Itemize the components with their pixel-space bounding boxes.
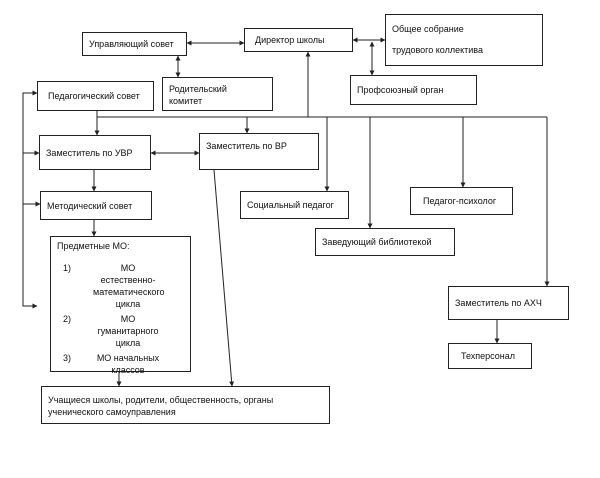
subject-mo-list: 1) МО естественно- математического цикла… [57, 262, 184, 376]
parent-committee-box: Родительский комитет [162, 77, 273, 111]
social-pedagogue-box: Социальный педагог [240, 191, 349, 219]
subject-mo-item-num: 2) [63, 314, 72, 324]
general-meeting-label-2: трудового коллектива [392, 45, 483, 55]
psychologist-label: Педагог-психолог [423, 196, 497, 206]
director-box: Директор школы [244, 28, 353, 52]
connector-left-loop [22, 90, 38, 309]
librarian-label: Заведующий библиотекой [322, 237, 432, 247]
subject-mo-item: 3) МО начальных классов [63, 352, 163, 376]
students-box: Учащиеся школы, родители, общественность… [41, 386, 330, 424]
subject-mo-item-line: цикла [115, 299, 141, 309]
trade-union-box: Профсоюзный орган [350, 75, 477, 105]
parent-committee-label-2: комитет [169, 96, 203, 106]
deputy-ahch-box: Заместитель по АХЧ [448, 286, 569, 320]
subject-mo-item-num: 3) [63, 353, 72, 363]
trade-union-label: Профсоюзный орган [357, 85, 444, 95]
general-meeting-label-1: Общее собрание [392, 24, 464, 34]
psychologist-box: Педагог-психолог [410, 187, 513, 215]
subject-mo-item-line: МО естественно- [100, 263, 156, 285]
ped-council-label: Педагогический совет [48, 91, 140, 101]
subject-mo-item-line: цикла [115, 338, 141, 348]
deputy-vr-label: Заместитель по ВР [206, 141, 287, 151]
tech-staff-box: Техперсонал [448, 343, 532, 369]
director-label: Директор школы [255, 35, 325, 45]
subject-mo-item: 2) МО гуманитарного цикла [63, 313, 163, 349]
social-pedagogue-label: Социальный педагог [247, 200, 334, 210]
deputy-vr-box: Заместитель по ВР [199, 133, 319, 170]
subject-mo-item-num: 1) [63, 263, 72, 273]
subject-mo-item-line: математического [93, 287, 165, 297]
deputy-uvr-label: Заместитель по УВР [46, 147, 133, 158]
connector-vr-students [213, 169, 235, 387]
subject-mo-item: 1) МО естественно- математического цикла [63, 262, 165, 310]
subject-mo-item-line: классов [111, 365, 145, 375]
ped-council-box: Педагогический совет [37, 81, 154, 111]
governing-council-label: Управляющий совет [89, 39, 174, 49]
students-label-2: ученического самоуправления [48, 407, 176, 417]
deputy-ahch-label: Заместитель по АХЧ [455, 298, 542, 308]
subject-mo-item-line: МО гуманитарного [97, 314, 159, 336]
librarian-box: Заведующий библиотекой [315, 228, 455, 256]
tech-staff-label: Техперсонал [461, 351, 516, 361]
general-meeting-box: Общее собрание трудового коллектива [385, 14, 543, 66]
subject-mo-item-line: МО начальных [96, 353, 160, 363]
method-council-label: Методический совет [47, 200, 133, 211]
students-label-1: Учащиеся школы, родители, общественность… [48, 395, 274, 405]
subject-mo-title: Предметные МО: [57, 241, 130, 251]
method-council-box: Методический совет [40, 191, 152, 220]
governing-council-box: Управляющий совет [82, 32, 187, 56]
subject-mo-box: Предметные МО: 1) МО естественно- матема… [50, 236, 191, 375]
deputy-uvr-box: Заместитель по УВР [39, 135, 151, 170]
parent-committee-label-1: Родительский [169, 84, 227, 94]
